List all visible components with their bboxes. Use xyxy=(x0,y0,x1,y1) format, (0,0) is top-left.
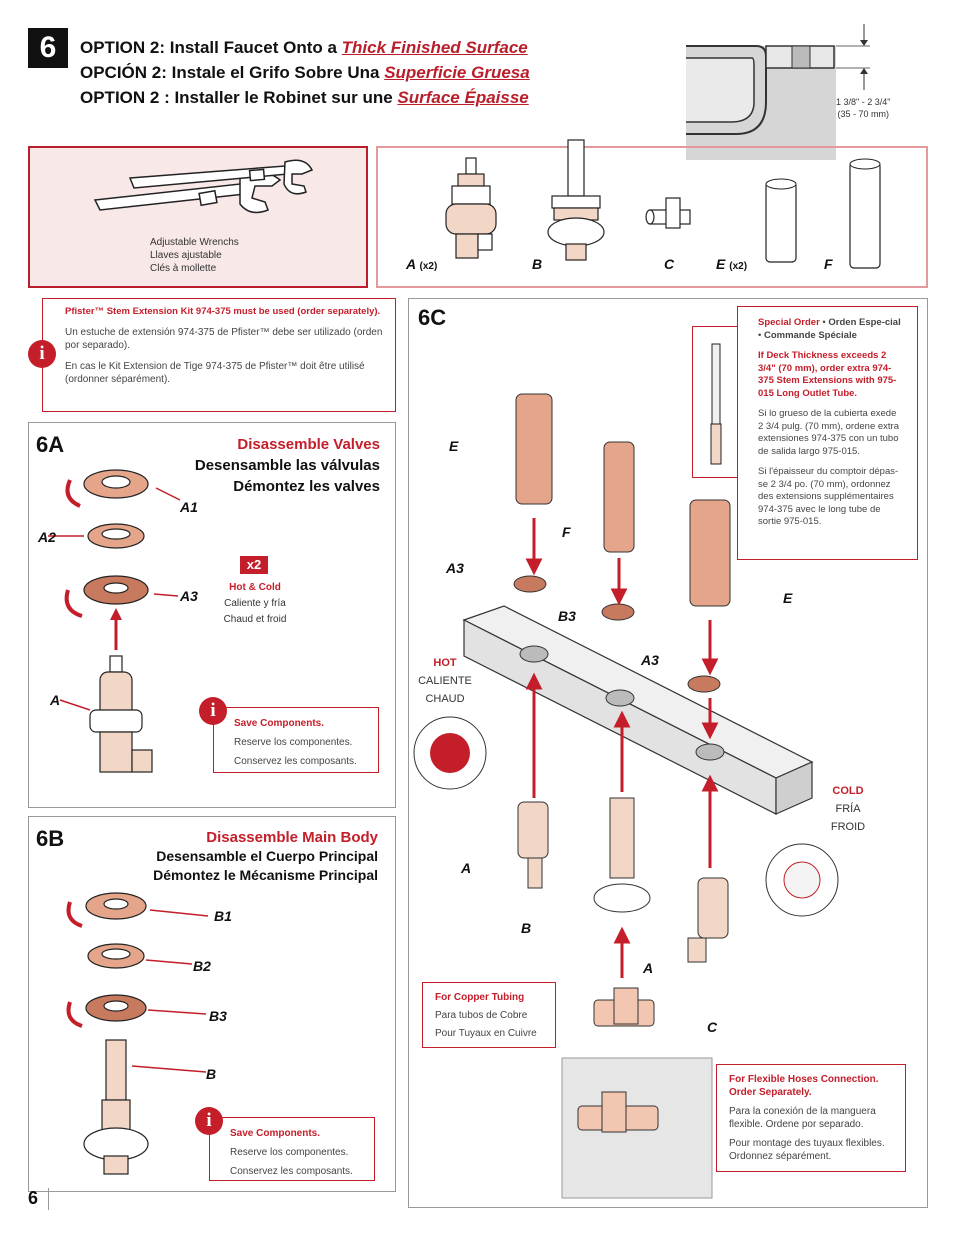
label-6c-a3-left: A3 xyxy=(446,560,464,576)
parts-illustrations xyxy=(445,139,881,269)
label-a1: A1 xyxy=(180,499,198,515)
info-icon: i xyxy=(195,1107,223,1135)
label-6c-a-right: A xyxy=(643,960,654,976)
label-6c-e2: E xyxy=(783,590,793,606)
copper-tubing-note: For Copper Tubing Para tubos de Cobre Po… xyxy=(422,982,556,1048)
label-6c-b3: B3 xyxy=(558,608,576,624)
qty-badge: x2 xyxy=(240,556,268,574)
section-6b-label: 6B xyxy=(36,826,65,851)
section-6b xyxy=(28,816,396,1192)
hot-label: HOT CALIENTE CHAUD xyxy=(418,657,472,705)
part-label-f: F xyxy=(824,256,833,272)
section-6a-label: 6A xyxy=(36,432,65,457)
section-6b-illustration xyxy=(66,892,209,1175)
label-6c-a3-right: A3 xyxy=(641,652,659,668)
label-6c-f: F xyxy=(562,524,571,540)
page-number: 6 xyxy=(28,1188,49,1210)
section-6a-illustration xyxy=(48,469,181,773)
label-a3: A3 xyxy=(180,588,198,604)
thickness-range: 1 3/8" - 2 3/4" (35 - 70 mm) xyxy=(836,97,891,119)
title-fr: OPTION 2 : Installer le Robinet sur une … xyxy=(80,88,529,107)
section-6a xyxy=(28,422,396,808)
special-order-note: Special Order • Orden Espe-cial • Comman… xyxy=(737,306,918,560)
part-label-c: C xyxy=(664,256,675,272)
label-b3: B3 xyxy=(209,1008,227,1024)
hot-cold-note: Hot & Cold Caliente y fría Chaud et froi… xyxy=(223,582,287,625)
kit-note: Pfister™ Stem Extension Kit 974-375 must… xyxy=(42,298,396,412)
tools-caption: Adjustable Wrenchs Llaves ajustable Clés… xyxy=(150,237,239,274)
label-6c-e1: E xyxy=(449,438,459,454)
label-a: A xyxy=(50,692,61,708)
section-6c xyxy=(408,298,928,1208)
label-6c-c: C xyxy=(707,1019,718,1035)
save-note-6b: Save Components. Reserve los componentes… xyxy=(209,1117,375,1181)
stem-extension-illustration xyxy=(710,343,722,465)
label-a2: A2 xyxy=(38,529,56,545)
section-6a-title: Disassemble Valves Desensamble las válvu… xyxy=(194,436,380,495)
part-label-a: A (x2) xyxy=(406,256,438,272)
section-6c-illustration xyxy=(413,393,839,1199)
title-en: OPTION 2: Install Faucet Onto a Thick Fi… xyxy=(80,38,528,57)
wrench-icon xyxy=(93,159,314,214)
cold-label: COLD FRÍA FROID xyxy=(830,785,866,833)
label-b1: B1 xyxy=(214,908,232,924)
info-icon: i xyxy=(28,340,56,368)
label-6c-a-left: A xyxy=(461,860,472,876)
parts-box: A (x2) B C E (x2) F xyxy=(376,139,928,288)
part-label-e: E (x2) xyxy=(716,256,748,272)
step-number: 6 xyxy=(28,28,68,68)
section-6c-label: 6C xyxy=(418,305,447,330)
label-b2: B2 xyxy=(193,958,211,974)
label-b: B xyxy=(206,1066,217,1082)
section-6b-title: Disassemble Main Body Desensamble el Cue… xyxy=(153,829,378,883)
tools-box: Adjustable Wrenchs Llaves ajustable Clés… xyxy=(28,146,368,288)
save-note-6a: Save Components. Reserve los componentes… xyxy=(213,707,379,773)
thick-surface-diagram xyxy=(686,24,870,160)
label-6c-b: B xyxy=(521,920,532,936)
part-label-b: B xyxy=(532,256,543,272)
flexible-hose-note: For Flexible Hoses Connection. Order Sep… xyxy=(716,1064,906,1172)
title-es: OPCIÓN 2: Instale el Grifo Sobre Una Sup… xyxy=(80,63,530,82)
info-icon: i xyxy=(199,697,227,725)
